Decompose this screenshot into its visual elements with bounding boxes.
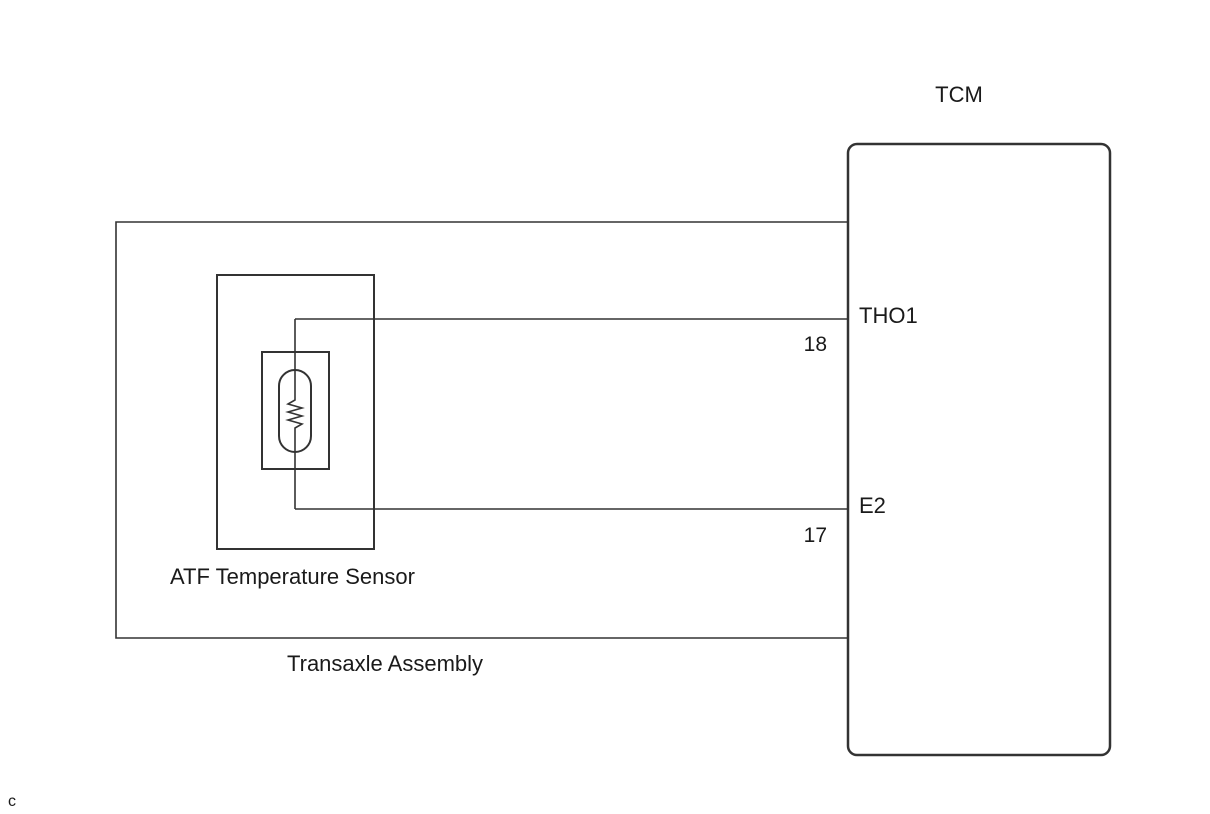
tcm-box: [846, 142, 1112, 757]
corner-mark: c: [8, 793, 16, 810]
thermistor-icon: [285, 319, 305, 509]
terminal-tho1-label: THO1: [859, 303, 918, 328]
atf-sensor-box: [216, 274, 375, 550]
tcm-title: TCM: [935, 82, 983, 107]
terminal-tho1-pin: 18: [804, 333, 827, 356]
terminal-e2-label: E2: [859, 493, 886, 518]
terminal-e2-pin: 17: [804, 524, 827, 547]
atf-sensor-label: ATF Temperature Sensor: [170, 564, 415, 589]
transaxle-assembly-label: Transaxle Assembly: [287, 651, 483, 676]
transaxle-assembly-box: [115, 221, 848, 639]
